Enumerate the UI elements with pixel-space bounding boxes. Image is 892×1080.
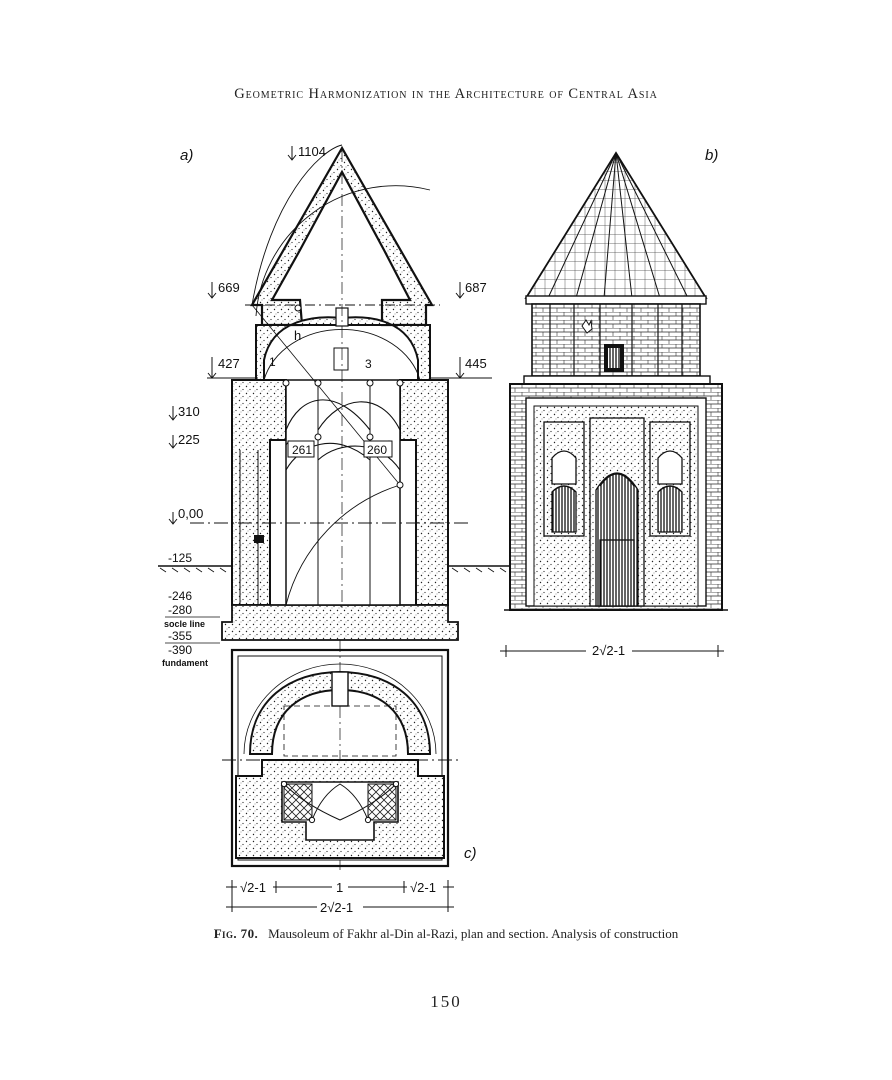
elevation-dimension: 2√2-1 <box>592 643 625 658</box>
panel-label-b: b) <box>705 147 718 164</box>
level-minus-355: -355 <box>168 629 192 643</box>
label-1: 1 <box>269 355 276 369</box>
level-669: 669 <box>218 280 240 295</box>
level-0: 0,00 <box>178 506 203 521</box>
panel-label-a: a) <box>180 147 193 164</box>
level-minus-280: -280 <box>168 603 192 617</box>
level-225: 225 <box>178 432 200 447</box>
label-3: 3 <box>365 357 372 371</box>
running-header: Geometric Harmonization in the Architect… <box>234 86 658 102</box>
figure-caption: Fig. 70. Mausoleum of Fakhr al-Din al-Raz… <box>0 926 892 942</box>
figure-label: Fig. 70. <box>213 926 259 941</box>
plan-dim-left: √2-1 <box>240 880 266 895</box>
level-687: 687 <box>465 280 487 295</box>
level-minus-125: -125 <box>168 551 192 565</box>
level-minus-246: -246 <box>168 589 192 603</box>
level-261: 261 <box>292 443 312 457</box>
panel-label-c: c) <box>464 845 477 862</box>
level-310: 310 <box>178 404 200 419</box>
plan-dim-middle: 1 <box>336 880 343 895</box>
socle-line-label: socle line <box>164 619 205 629</box>
caption-text: Mausoleum of Fakhr al-Din al-Razi, plan … <box>268 926 679 941</box>
elevation-drawing: 2√2-1 <box>500 151 728 658</box>
page-number: 150 <box>430 992 462 1011</box>
level-427: 427 <box>218 356 240 371</box>
level-minus-390: -390 <box>168 643 192 657</box>
plan-dim-right: √2-1 <box>410 880 436 895</box>
level-260: 260 <box>367 443 387 457</box>
section-drawing: 1104 669 687 427 445 h 1 3 310 225 261 2… <box>158 144 512 668</box>
label-h: h <box>294 328 301 343</box>
plan-dim-total: 2√2-1 <box>320 900 353 915</box>
level-1104: 1104 <box>298 144 326 159</box>
fundament-label: fundament <box>162 658 208 668</box>
plan-drawing: √2-1 1 √2-1 2√2-1 <box>222 640 458 915</box>
level-445: 445 <box>465 356 487 371</box>
